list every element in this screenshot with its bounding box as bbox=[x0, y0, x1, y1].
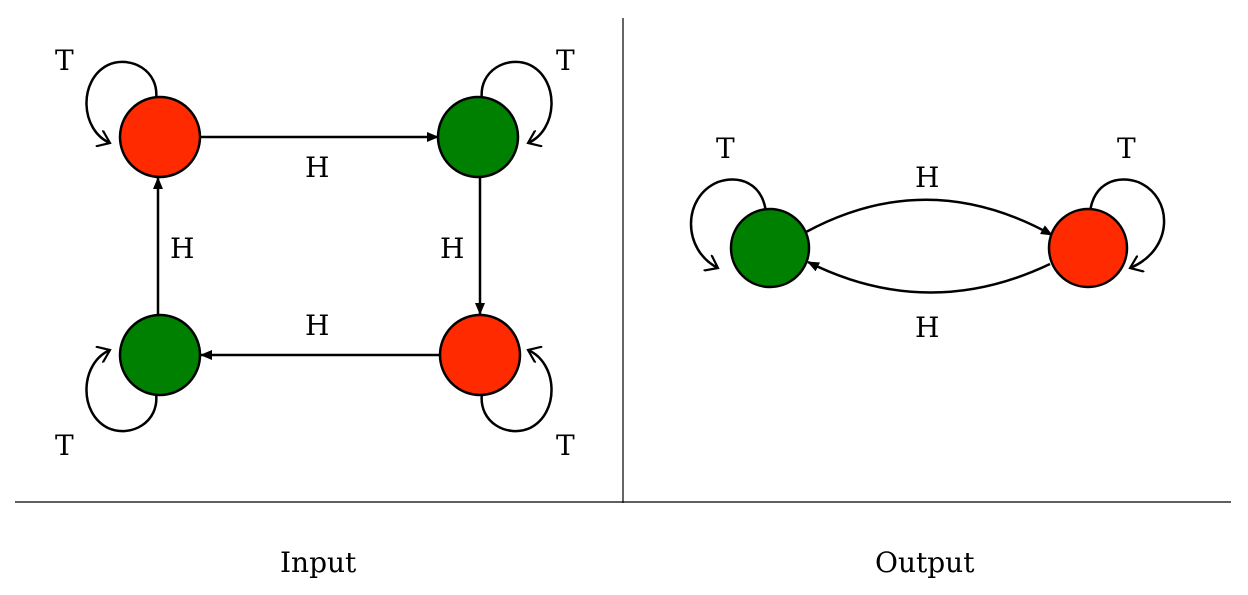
input-loop-bl: T bbox=[55, 350, 158, 462]
output-edge-label-top: H bbox=[915, 161, 939, 194]
input-loop-label-bl: T bbox=[55, 429, 74, 462]
input-node-tr bbox=[436, 95, 520, 179]
output-loop-right: T bbox=[1088, 132, 1166, 268]
input-loop-br: T bbox=[480, 350, 575, 462]
input-loop-label-br: T bbox=[556, 429, 575, 462]
output-edge-top: H bbox=[805, 161, 1053, 237]
input-caption: Input bbox=[280, 546, 357, 579]
output-panel: T T H H Output bbox=[689, 132, 1166, 579]
input-loop-tl: T bbox=[55, 44, 158, 143]
input-node-br bbox=[438, 313, 522, 397]
input-panel: T T T T H H H H bbox=[55, 44, 575, 579]
input-edge-top: H bbox=[201, 132, 439, 184]
input-loop-tr: T bbox=[480, 44, 575, 143]
input-edge-left: H bbox=[153, 177, 194, 314]
input-edge-label-left: H bbox=[170, 232, 194, 265]
input-edge-label-top: H bbox=[305, 151, 329, 184]
output-loop-label-left: T bbox=[716, 132, 735, 165]
input-edge-label-right: H bbox=[440, 232, 464, 265]
output-edge-label-bottom: H bbox=[915, 311, 939, 344]
output-node-right bbox=[1047, 207, 1129, 289]
input-loop-label-tl: T bbox=[55, 44, 74, 77]
input-node-bl bbox=[118, 313, 202, 397]
output-edge-bottom: H bbox=[807, 260, 1051, 344]
output-loop-label-right: T bbox=[1117, 132, 1136, 165]
output-node-left bbox=[729, 207, 811, 289]
output-caption: Output bbox=[875, 546, 975, 579]
input-edge-bottom: H bbox=[200, 309, 439, 360]
input-edge-right: H bbox=[440, 178, 485, 315]
input-node-tl bbox=[118, 95, 202, 179]
output-loop-left: T bbox=[689, 132, 768, 268]
input-loop-label-tr: T bbox=[556, 44, 575, 77]
input-edge-label-bottom: H bbox=[305, 309, 329, 342]
